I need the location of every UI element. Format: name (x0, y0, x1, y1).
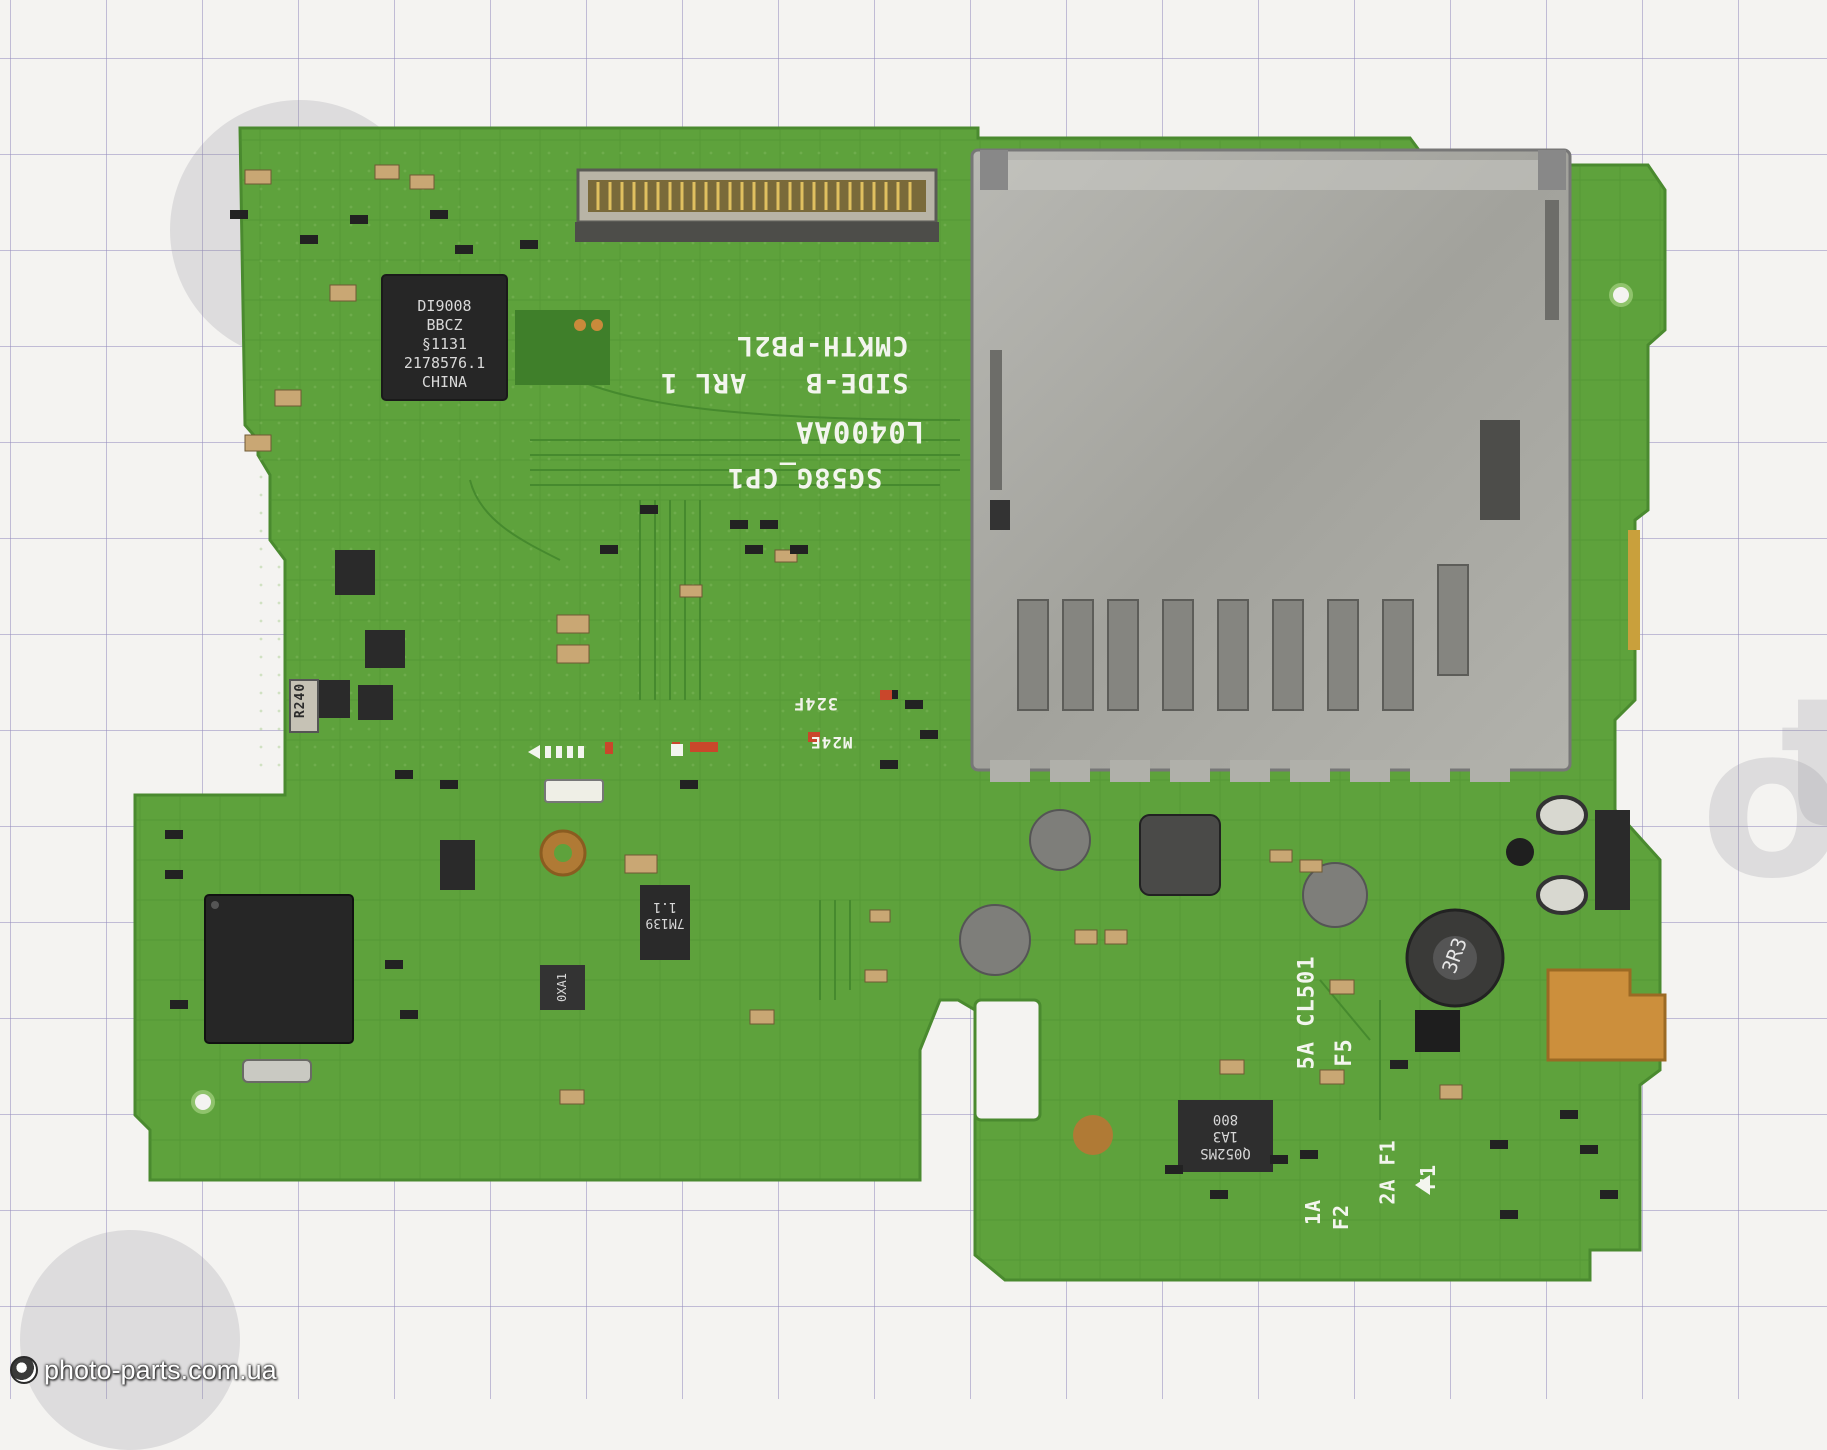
silk-code: L0400AA (795, 415, 925, 449)
pcb-board (133, 126, 1667, 1282)
main-ic-line2: BBCZ (426, 316, 463, 334)
ic-7m139 (640, 885, 690, 960)
sd-card-solder-tabs (990, 760, 1510, 782)
silk-revision: ARL 1 (660, 367, 747, 398)
bga-pin1-mark (211, 901, 219, 909)
mount-hole-5 (1506, 838, 1534, 866)
silk-cl501: 5A CL501 (1294, 955, 1320, 1070)
ic-small-2 (365, 630, 405, 668)
main-ic-line3: §1131 (421, 335, 468, 353)
silk-model: SG58G_CP1 (727, 462, 883, 493)
mount-hole-2 (1073, 1115, 1113, 1155)
mount-hole-4 (1609, 283, 1633, 307)
background-watermark-t: t (1780, 660, 1827, 869)
mount-hole-3 (191, 1090, 215, 1114)
ic-small-4 (358, 685, 393, 720)
sd-card-slot-shield (970, 148, 1572, 772)
watermark-text: photo-parts.com.ua (44, 1354, 277, 1385)
silkscreen-arrows (528, 744, 1430, 1195)
copper-ground-pad (1546, 968, 1667, 1062)
small-ic-marking: 7M139 1.1 (635, 898, 695, 930)
ic-dark-square (1415, 1010, 1460, 1052)
silk-part-number: CMKTH-PB2L (736, 330, 909, 361)
bottom-ic-line1: Q052MS (1200, 1145, 1251, 1161)
silk-f1-side: F1 (1416, 1163, 1441, 1191)
small-ic-line2: 1.1 (653, 899, 677, 914)
silk-1a: 1A (1301, 1198, 1326, 1226)
background-watermark-o: o (1700, 680, 1827, 925)
silk-m24e: M24E (810, 733, 853, 752)
ic-qfn-0xa1 (540, 965, 585, 1010)
side-jack (1595, 810, 1630, 910)
silk-side: SIDE-B (805, 367, 909, 398)
power-inductor (1139, 814, 1221, 896)
bottom-ic-line3: 800 (1212, 1111, 1239, 1127)
jack-ring-2 (1536, 875, 1588, 915)
crystal (242, 1059, 312, 1083)
site-watermark: photo-parts.com.ua (10, 1352, 277, 1388)
white-led (544, 779, 604, 803)
bottom-ic-line2: 1A3 (1212, 1128, 1239, 1144)
smd-resistors (165, 210, 1618, 1219)
silk-f2: F2 (1329, 1203, 1354, 1231)
camera-lens-icon (10, 1356, 38, 1384)
silk-f5: F5 (1331, 1038, 1357, 1067)
gold-pad-1 (574, 319, 586, 331)
buzzer-coil-2 (959, 904, 1031, 976)
ic-small-5 (440, 840, 475, 890)
silk-2a-f1: 2A F1 (1375, 1139, 1400, 1205)
buzzer-coil-1 (1029, 809, 1091, 871)
pcb-slot (973, 998, 1042, 1122)
silk-324f: 324F (793, 693, 838, 713)
main-ic-chip (381, 274, 508, 401)
bga-chip (204, 894, 354, 1044)
side-gold-tab (1628, 530, 1640, 650)
bottom-ic-marking: Q052MS 1A3 800 (1178, 1110, 1273, 1161)
silk-resistor: R240 (293, 682, 309, 719)
buzzer-coil-3 (1302, 862, 1368, 928)
ic-q052ms (1178, 1100, 1273, 1172)
mount-hole-1-center (554, 844, 572, 862)
resistor-r240 (289, 679, 319, 733)
fpc-connector (575, 168, 939, 242)
sd-card-contacts (1017, 564, 1469, 711)
small-ic-line1: 7M139 (645, 915, 685, 930)
jack-ring-1 (1536, 795, 1588, 835)
main-ic-line1: DI9008 (417, 297, 472, 315)
qfn-small-marking: 0XA1 (555, 973, 569, 1002)
main-ic-marking: DI9008 BBCZ §1131 2178576.1 CHINA (382, 297, 507, 392)
gold-pad-2 (591, 319, 603, 331)
inductor-3r3-core (1433, 936, 1477, 980)
ic-small-1 (335, 550, 375, 595)
main-ic-line4: 2178576.1 (403, 354, 486, 372)
main-ic-line5: CHINA (421, 373, 468, 391)
